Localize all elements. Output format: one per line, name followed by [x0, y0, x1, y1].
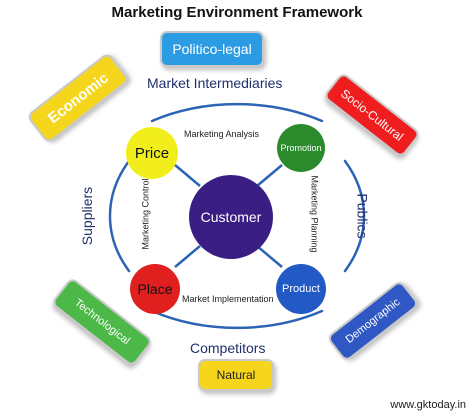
suppliers-label: Suppliers — [79, 186, 96, 246]
price-circle: Price — [126, 127, 178, 179]
marketing-planning-label: Marketing Planning — [309, 175, 320, 253]
natural-box: Natural — [198, 359, 274, 391]
ring-arc-left — [108, 159, 131, 273]
connector-price-customer — [174, 164, 201, 187]
natural-label: Natural — [216, 368, 256, 382]
promotion-circle: Promotion — [277, 124, 325, 172]
publics-label: Publics — [354, 193, 371, 239]
market-implementation-label: Market Implementation — [182, 294, 274, 304]
politico-legal-box: Politico-legal — [160, 31, 264, 67]
marketing-control-label: Marketing Control — [140, 178, 151, 250]
connector-promotion-customer — [256, 164, 283, 187]
place-circle: Place — [130, 264, 180, 314]
ring-arc-right — [343, 159, 366, 273]
customer-label: Customer — [200, 209, 262, 225]
diagram-title: Marketing Environment Framework — [111, 4, 363, 21]
market-intermediaries-label: Market Intermediaries — [147, 75, 283, 91]
connector-place-customer — [174, 245, 201, 268]
ring-arc-top — [150, 102, 324, 123]
customer-circle: Customer — [189, 175, 273, 259]
ring-arc-bottom — [150, 309, 324, 330]
marketing-analysis-label: Marketing Analysis — [184, 129, 260, 139]
source-footer: www.gktoday.in — [390, 399, 466, 411]
politico-legal-label: Politico-legal — [172, 41, 252, 57]
product-label: Product — [282, 283, 320, 295]
competitors-label: Competitors — [190, 340, 266, 356]
connector-product-customer — [256, 245, 283, 268]
promotion-label: Promotion — [280, 143, 322, 153]
product-circle: Product — [276, 264, 326, 314]
place-label: Place — [137, 281, 173, 297]
price-label: Price — [134, 144, 170, 162]
